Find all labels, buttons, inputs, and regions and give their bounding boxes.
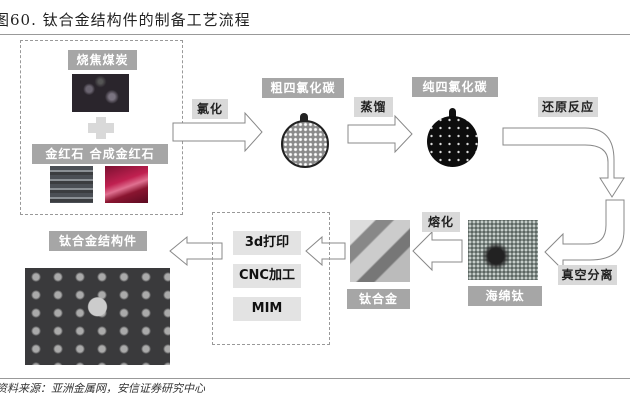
process-3d-printing: 3d打印 — [233, 231, 301, 255]
pure-ticl4-flask-image — [427, 116, 478, 167]
curved-arrow-icon — [544, 199, 625, 272]
footer-divider — [0, 378, 630, 379]
crude-ticl4-label: 粗四氯化碳 — [262, 78, 344, 98]
sponge-titanium-label: 海绵钛 — [468, 286, 542, 306]
distillation-label: 蒸馏 — [354, 97, 393, 117]
synthetic-rutile-image — [105, 166, 148, 203]
title-divider — [0, 34, 630, 35]
pure-ticl4-label: 纯四氯化碳 — [412, 77, 498, 97]
process-mim: MIM — [233, 297, 301, 321]
reduction-label: 还原反应 — [538, 97, 598, 117]
curved-arrow-icon — [502, 127, 625, 198]
coal-image — [72, 74, 129, 112]
titanium-alloy-image — [350, 220, 410, 282]
coal-label: 烧焦煤炭 — [68, 50, 137, 70]
vacuum-separation-label: 真空分离 — [558, 265, 617, 285]
titanium-alloy-label: 钛合金 — [347, 289, 410, 309]
arrow-left-icon — [412, 230, 463, 272]
sponge-titanium-image — [468, 220, 538, 280]
source-note: 资料来源：亚洲金属网，安信证券研究中心 — [0, 382, 205, 395]
arrow-left-icon — [169, 235, 223, 267]
arrow-right-icon — [172, 111, 263, 153]
crude-ticl4-flask-image — [281, 120, 329, 168]
chlorination-label: 氯化 — [192, 99, 228, 119]
arrow-left-icon — [305, 235, 346, 267]
rutile-label: 金红石 合成金红石 — [32, 144, 168, 164]
process-cnc: CNC加工 — [233, 264, 301, 288]
figure-title: 图60. 钛合金结构件的制备工艺流程 — [0, 11, 251, 29]
melting-label: 熔化 — [422, 212, 460, 232]
rutile-image — [50, 166, 93, 203]
structural-parts-label: 钛合金结构件 — [49, 231, 147, 251]
arrow-right-icon — [347, 114, 413, 154]
processing-methods-box — [212, 212, 330, 345]
structural-parts-image — [25, 268, 170, 365]
